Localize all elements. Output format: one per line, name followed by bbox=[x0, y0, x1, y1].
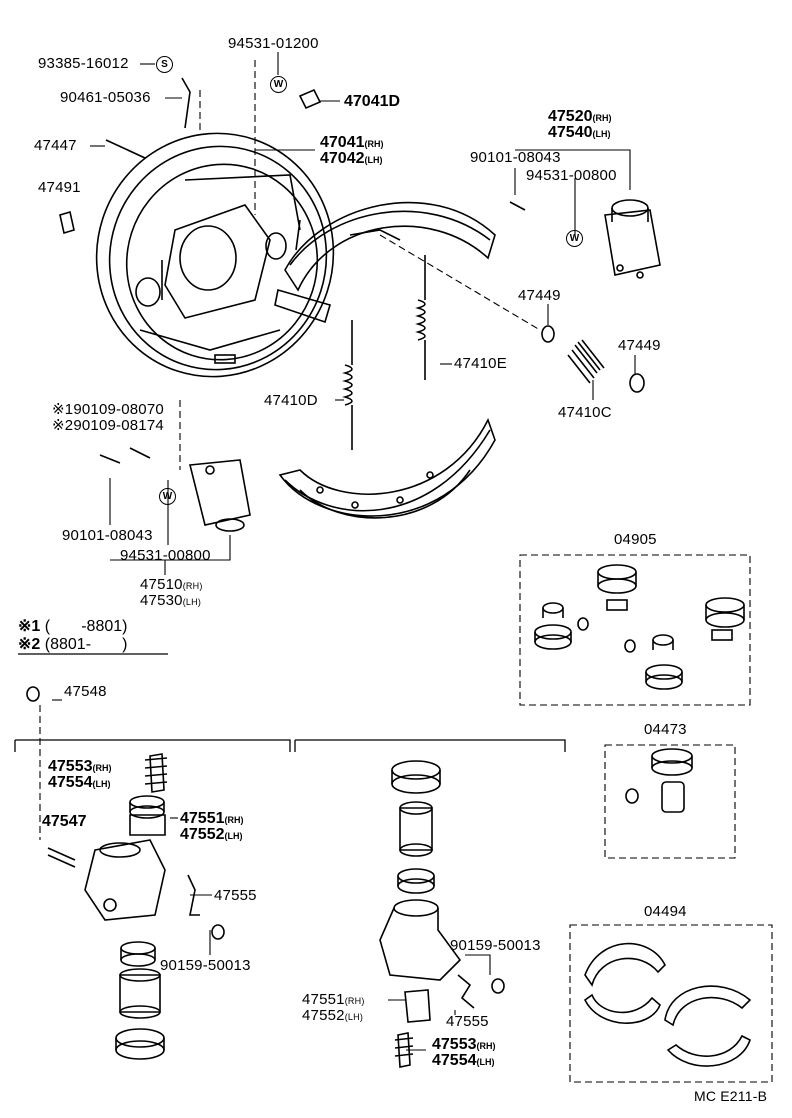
part-number: 47552 bbox=[302, 1007, 345, 1024]
part-label: 47491 bbox=[38, 179, 81, 196]
part-label: 47551(RH) bbox=[180, 810, 244, 829]
part-number: 47554 bbox=[432, 1052, 477, 1069]
part-number: 47553 bbox=[48, 758, 93, 775]
part-number: 47554 bbox=[48, 774, 93, 791]
rh-suffix: (RH) bbox=[182, 581, 203, 591]
dashed-leaders bbox=[39, 60, 773, 1083]
part-label: ※290109-08174 bbox=[52, 418, 164, 434]
lh-suffix: (LH) bbox=[92, 779, 111, 789]
part-label: 90461-05036 bbox=[60, 89, 151, 106]
part-label: 47555 bbox=[214, 887, 257, 904]
part-label: 47554(LH) bbox=[432, 1052, 495, 1071]
part-label: 47555 bbox=[446, 1013, 489, 1030]
lh-suffix: (LH) bbox=[344, 1012, 364, 1022]
parking-cylinder-left bbox=[47, 753, 225, 1060]
diagram-code: MC E211-B bbox=[694, 1088, 768, 1104]
wheel-cylinder-lower bbox=[188, 459, 251, 532]
part-label: ※190109-08070 bbox=[52, 402, 164, 418]
part-number: 47551 bbox=[180, 810, 225, 827]
part-label: 47554(LH) bbox=[48, 774, 111, 793]
part-label: 93385-16012 bbox=[38, 55, 129, 72]
w-symbol: W bbox=[159, 488, 176, 505]
lh-suffix: (LH) bbox=[224, 831, 243, 841]
parking-cylinder-middle bbox=[379, 760, 505, 1068]
part-label: 47553(RH) bbox=[432, 1036, 496, 1055]
wheel-cylinder-upper bbox=[604, 199, 661, 279]
part-label: 47410D bbox=[264, 392, 318, 409]
backing-plate bbox=[95, 132, 335, 378]
part-label: 94531-00800 bbox=[120, 547, 211, 564]
part-label: 47548 bbox=[64, 683, 107, 700]
kit-label: 04905 bbox=[614, 531, 657, 548]
kit-04473-parts bbox=[625, 748, 693, 813]
part-label: 47042(LH) bbox=[320, 150, 383, 169]
part-label: 47041(RH) bbox=[320, 134, 384, 153]
star-prefix: ※1 bbox=[52, 401, 74, 418]
note-range: (8801- ) bbox=[44, 636, 128, 653]
lh-suffix: (LH) bbox=[476, 1057, 495, 1067]
part-label: 47540(LH) bbox=[548, 124, 611, 143]
note-row: ※2 (8801- ) bbox=[18, 636, 127, 653]
part-label: 90101-08043 bbox=[62, 527, 153, 544]
part-label: 47553(RH) bbox=[48, 758, 112, 777]
part-label: 47520(RH) bbox=[548, 108, 612, 127]
note-range: ( -8801) bbox=[44, 618, 128, 635]
part-label: 47552(LH) bbox=[180, 826, 243, 845]
brake-shoe-lower bbox=[278, 417, 496, 519]
rh-suffix: (RH) bbox=[364, 139, 384, 149]
kit-label: 04494 bbox=[644, 903, 687, 920]
part-number: 47551 bbox=[302, 991, 345, 1008]
lh-suffix: (LH) bbox=[364, 155, 383, 165]
part-label: 47552(LH) bbox=[302, 1008, 363, 1025]
s-symbol: S bbox=[156, 56, 173, 73]
star-prefix: ※2 bbox=[52, 417, 74, 434]
part-label: 90159-50013 bbox=[160, 957, 251, 974]
small-parts bbox=[26, 77, 645, 702]
w-symbol: W bbox=[270, 76, 287, 93]
part-label: 47449 bbox=[618, 337, 661, 354]
part-number: 47530 bbox=[140, 592, 183, 609]
rh-suffix: (RH) bbox=[344, 996, 365, 1006]
part-label: 47041D bbox=[344, 93, 401, 110]
bracket-lines bbox=[14, 653, 566, 752]
rh-suffix: (RH) bbox=[224, 815, 244, 825]
part-number: 47510 bbox=[140, 576, 183, 593]
part-number: 47553 bbox=[432, 1036, 477, 1053]
kit-04494-parts bbox=[583, 942, 752, 1067]
part-label: 47547 bbox=[42, 813, 87, 830]
part-label: 90101-08043 bbox=[470, 149, 561, 166]
part-label: 47447 bbox=[34, 137, 77, 154]
part-number: 47042 bbox=[320, 150, 365, 167]
part-label: 47410E bbox=[454, 355, 507, 372]
note-row: ※1 ( -8801) bbox=[18, 618, 127, 635]
part-number: 47520 bbox=[548, 108, 593, 125]
part-label: 47551(RH) bbox=[302, 992, 365, 1009]
springs bbox=[342, 255, 605, 450]
lh-suffix: (LH) bbox=[182, 597, 202, 607]
rh-suffix: (RH) bbox=[92, 763, 112, 773]
note-mark: ※2 bbox=[18, 636, 41, 653]
part-number: 47552 bbox=[180, 826, 225, 843]
part-label: 47410C bbox=[558, 404, 612, 421]
part-label: 47510(RH) bbox=[140, 577, 203, 594]
leader-lines bbox=[52, 52, 636, 1051]
part-label: 94531-00800 bbox=[526, 167, 617, 184]
lh-suffix: (LH) bbox=[592, 129, 611, 139]
kit-04905-parts bbox=[534, 564, 745, 690]
kit-label: 04473 bbox=[644, 721, 687, 738]
part-label: 90159-50013 bbox=[450, 937, 541, 954]
part-number: 47540 bbox=[548, 124, 593, 141]
brake-shoe-upper bbox=[274, 201, 496, 324]
rh-suffix: (RH) bbox=[592, 113, 612, 123]
w-symbol: W bbox=[566, 230, 583, 247]
part-label: 94531-01200 bbox=[228, 35, 319, 52]
part-label: 47530(LH) bbox=[140, 593, 201, 610]
part-label: 47449 bbox=[518, 287, 561, 304]
part-number: 90109-08174 bbox=[73, 417, 164, 434]
part-number: 47041 bbox=[320, 134, 365, 151]
part-number: 90109-08070 bbox=[73, 401, 164, 418]
note-mark: ※1 bbox=[18, 618, 41, 635]
rh-suffix: (RH) bbox=[476, 1041, 496, 1051]
